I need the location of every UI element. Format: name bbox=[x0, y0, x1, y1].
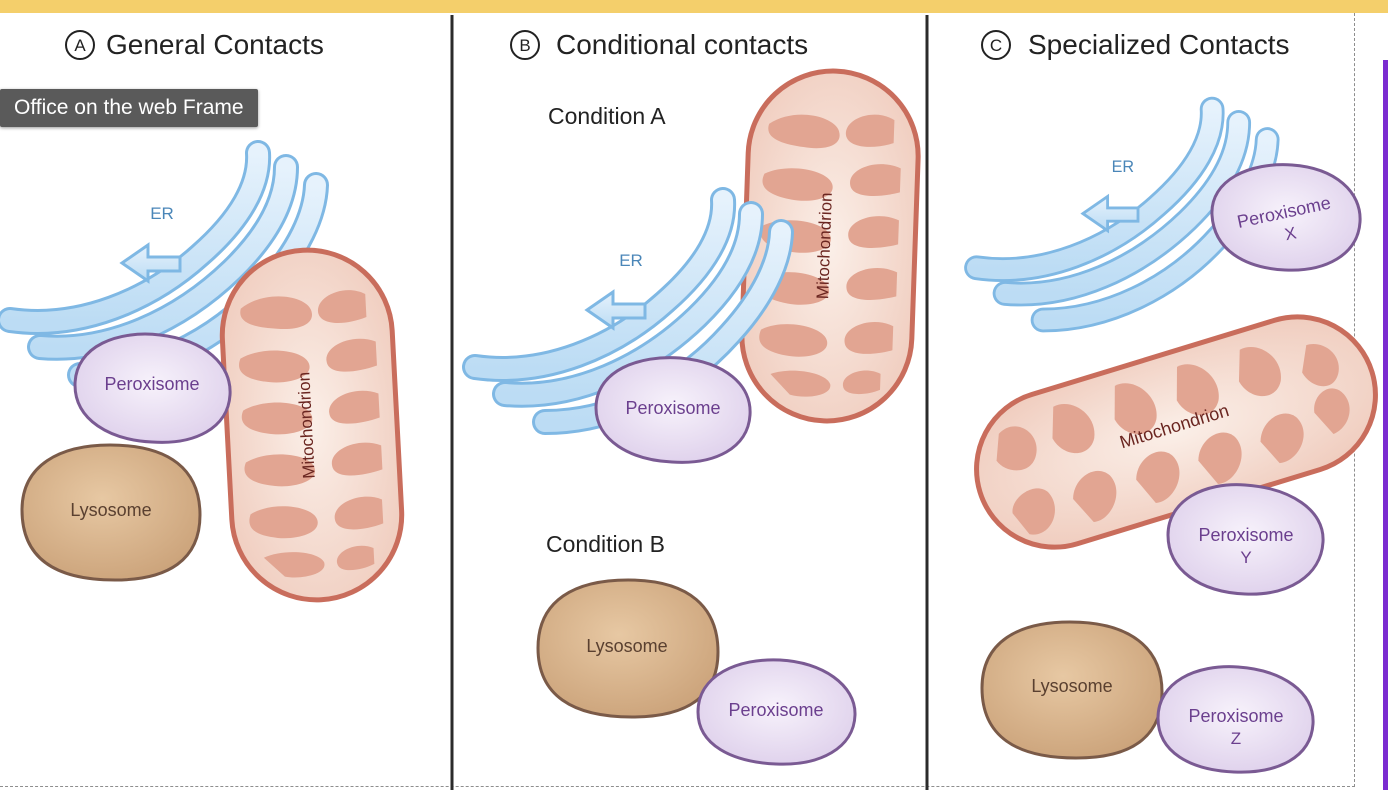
panel-b-peroxisome-a: Peroxisome bbox=[594, 356, 752, 464]
panel-b-er-label: ER bbox=[619, 251, 643, 270]
panel-b-er: ER bbox=[475, 200, 781, 422]
panel-a-letter-circle bbox=[65, 30, 95, 60]
panel-a-peroxisome-label: Peroxisome bbox=[104, 374, 199, 394]
frame-edge-bar bbox=[1383, 60, 1388, 790]
panel-c-letter-circle bbox=[981, 30, 1011, 60]
panel-c-peroxisome-z-suffix: Z bbox=[1231, 729, 1241, 748]
panel-c-er-label: ER bbox=[1112, 158, 1134, 176]
panel-b-letter-circle bbox=[510, 30, 540, 60]
panel-b-mito-label: Mitochondrion bbox=[813, 192, 836, 299]
panel-c: C Specialized Contacts ER Peroxisome X bbox=[957, 29, 1378, 774]
panel-a-lysosome-label: Lysosome bbox=[70, 500, 151, 520]
panel-c-peroxisome-x-suffix: X bbox=[1283, 223, 1298, 244]
office-web-frame-tooltip: Office on the web Frame bbox=[0, 89, 258, 127]
panel-c-letter: C bbox=[990, 36, 1002, 55]
panel-b-peroxisome-a-label: Peroxisome bbox=[625, 398, 720, 418]
top-accent-strip bbox=[0, 0, 1388, 13]
panel-b-peroxisome-b: Peroxisome bbox=[696, 658, 857, 766]
panel-a-letter: A bbox=[74, 36, 86, 55]
panel-a-er: ER bbox=[10, 153, 316, 375]
panel-c-lysosome: Lysosome bbox=[980, 620, 1164, 760]
panel-b-heading: B Conditional contacts bbox=[510, 29, 808, 60]
panel-c-peroxisome-z-label: Peroxisome bbox=[1188, 706, 1283, 726]
panel-c-title: Specialized Contacts bbox=[1028, 29, 1289, 60]
panel-b-letter: B bbox=[519, 36, 530, 55]
panel-b-peroxisome-b-label: Peroxisome bbox=[728, 700, 823, 720]
panel-b: B Conditional contacts Condition A Mitoc… bbox=[475, 29, 921, 766]
panel-c-peroxisome-y: Peroxisome Y bbox=[1166, 483, 1325, 596]
panel-a-er-label: ER bbox=[150, 204, 174, 223]
panel-a-heading: A General Contacts bbox=[65, 29, 324, 60]
panel-a: A General Contacts ER Mitochondrion Pero… bbox=[10, 29, 406, 604]
panel-c-peroxisome-z: Peroxisome Z bbox=[1156, 665, 1315, 774]
panel-c-er: ER bbox=[977, 109, 1268, 320]
panel-c-peroxisome-y-suffix: Y bbox=[1240, 548, 1251, 567]
panel-c-peroxisome-y-label: Peroxisome bbox=[1198, 525, 1293, 545]
panel-a-lysosome: Lysosome bbox=[20, 443, 202, 582]
panel-b-lysosome: Lysosome bbox=[536, 578, 720, 719]
panel-c-heading: C Specialized Contacts bbox=[981, 29, 1289, 60]
panel-b-lysosome-label: Lysosome bbox=[586, 636, 667, 656]
panel-b-condition-b: Condition B bbox=[546, 531, 665, 557]
panel-a-title: General Contacts bbox=[106, 29, 324, 60]
panel-c-peroxisome-x: Peroxisome X bbox=[1210, 163, 1362, 272]
panel-c-lysosome-label: Lysosome bbox=[1031, 676, 1112, 696]
panel-b-condition-a: Condition A bbox=[548, 103, 666, 129]
panel-b-mitochondrion: Mitochondrion bbox=[739, 68, 921, 424]
panel-a-peroxisome: Peroxisome bbox=[73, 332, 232, 444]
panel-a-mitochondrion: Mitochondrion bbox=[218, 246, 406, 604]
panel-b-title: Conditional contacts bbox=[556, 29, 808, 60]
